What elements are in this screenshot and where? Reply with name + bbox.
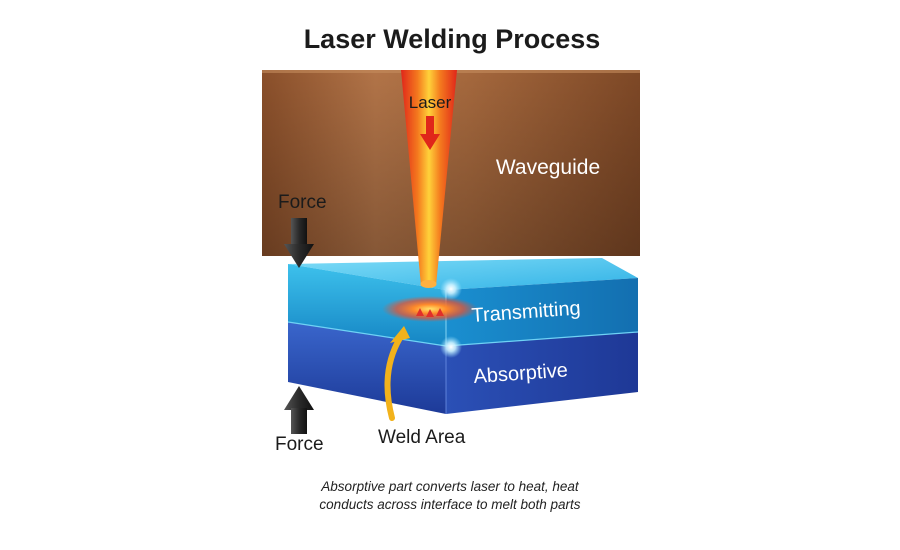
diagram-title: Laser Welding Process	[304, 24, 601, 54]
waveguide-label: Waveguide	[496, 156, 600, 179]
force-up-arrow	[284, 386, 314, 434]
laser-down-arrow	[420, 116, 440, 150]
force-top-label: Force	[278, 192, 327, 213]
force-down-arrow	[284, 218, 314, 268]
transmitting-layer	[288, 258, 638, 346]
weld-area-arrow	[384, 326, 410, 421]
caption: Absorptive part converts laser to heat, …	[260, 478, 640, 514]
caption-line-2: conducts across interface to melt both p…	[319, 497, 581, 512]
heat-arrows	[416, 308, 444, 317]
laser-beam	[401, 70, 457, 288]
absorptive-layer	[287, 321, 639, 414]
caption-line-1: Absorptive part converts laser to heat, …	[321, 479, 579, 494]
interface-glow-bottom	[440, 336, 462, 358]
weld-area-label: Weld Area	[378, 427, 466, 448]
laser-label: Laser	[409, 93, 452, 112]
force-bottom-label: Force	[275, 434, 324, 455]
interface-glow-top	[440, 278, 462, 300]
